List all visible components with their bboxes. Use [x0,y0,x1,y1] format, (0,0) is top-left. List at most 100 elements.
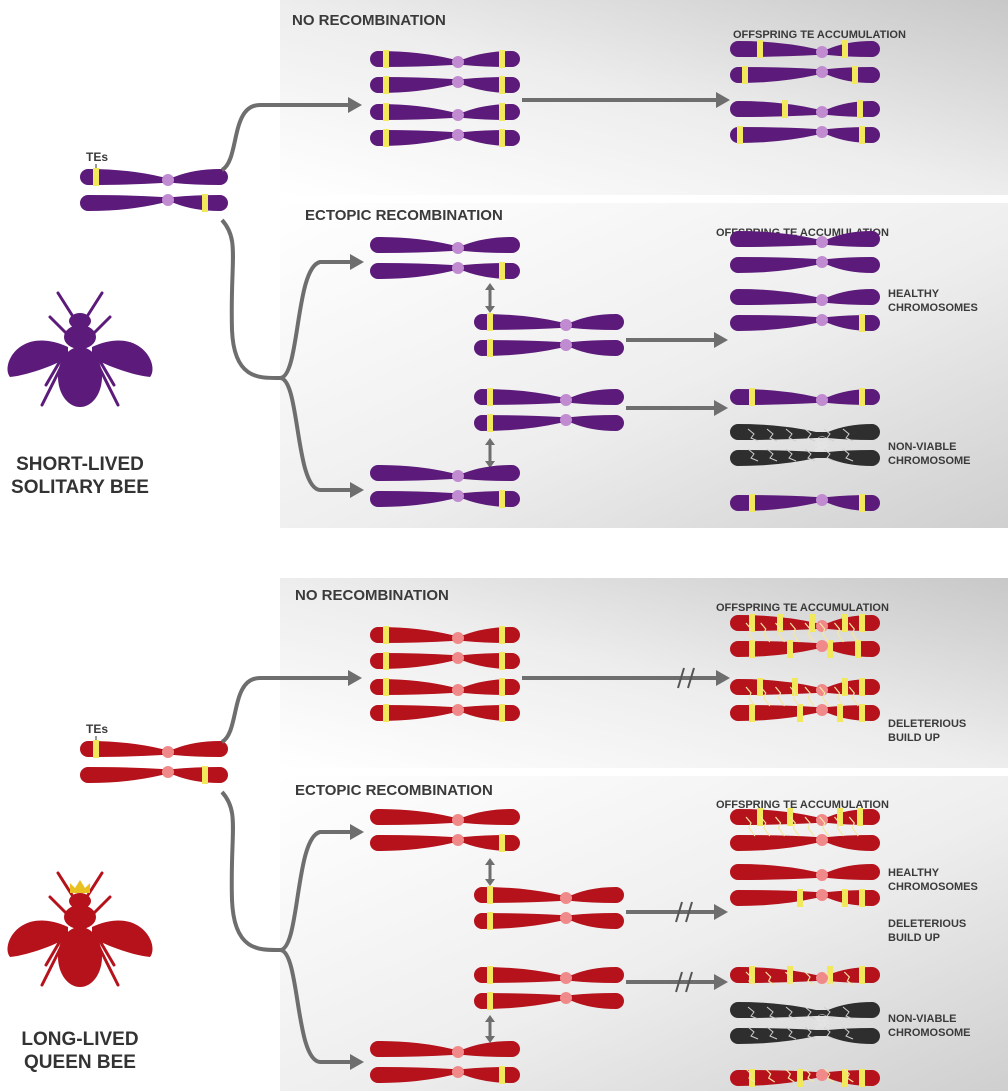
te-band [852,66,858,84]
bee-icon [7,293,152,407]
te-band [857,808,863,826]
te-band [757,678,763,696]
te-band [749,614,755,632]
te-band [487,414,493,432]
species-label: LONG-LIVED [21,1029,138,1050]
centromere [452,109,464,121]
centromere [560,394,572,406]
te-band [499,678,505,696]
chromatid [80,194,228,212]
te-label: TEs [86,150,108,164]
te-band [499,834,505,852]
te-band [383,626,389,644]
te-band [383,129,389,147]
te-band [787,640,793,658]
centromere [816,126,828,138]
centromere [452,242,464,254]
centromere [452,470,464,482]
centromere [816,394,828,406]
deleterious-label: DELETERIOUS [888,918,966,930]
centromere [560,972,572,984]
te-band [383,652,389,670]
bee-icon [7,873,152,987]
te-band [383,76,389,94]
te-band [737,126,743,144]
centromere [816,889,828,901]
centromere [162,194,174,206]
deleterious-label: BUILD UP [888,732,940,744]
centromere [560,339,572,351]
healthy-label: HEALTHY [888,288,940,300]
section-title: ECTOPIC RECOMBINATION [295,782,493,799]
nonviable-label: CHROMOSOME [888,455,971,467]
chromatid [80,766,228,784]
te-band [749,640,755,658]
te-band [859,388,865,406]
te-band [859,704,865,722]
centromere [452,652,464,664]
te-band [859,1069,865,1087]
te-band [93,740,99,758]
centromere [816,236,828,248]
te-band [487,912,493,930]
bee-limb [50,317,68,335]
nonviable-label: NON-VIABLE [888,441,956,453]
bee-limb [92,897,110,915]
centromere [452,834,464,846]
te-band [487,313,493,331]
te-band [499,626,505,644]
te-band [202,766,208,784]
nonviable-label: CHROMOSOME [888,1027,971,1039]
te-band [383,50,389,68]
te-band [859,614,865,632]
te-band [842,40,848,58]
te-band [499,76,505,94]
centromere [452,684,464,696]
te-band [757,40,763,58]
centromere [452,632,464,644]
bee-limb [92,317,110,335]
te-band [93,168,99,186]
te-band [383,704,389,722]
chromatid [80,168,228,186]
centromere [816,494,828,506]
te-band [859,889,865,907]
offspring-title: OFFSPRING TE ACCUMULATION [733,29,906,41]
te-band [499,490,505,508]
te-band [499,1066,505,1084]
centromere [816,256,828,268]
centromere [560,414,572,426]
centromere [560,319,572,331]
centromere [560,992,572,1004]
centromere [560,912,572,924]
crown-icon [70,880,90,893]
centromere [452,262,464,274]
centromere [816,704,828,716]
healthy-label: CHROMOSOMES [888,881,978,893]
deleterious-label: DELETERIOUS [888,718,966,730]
centromere [816,314,828,326]
te-label: TEs [86,722,108,736]
te-band [487,886,493,904]
te-band [742,66,748,84]
te-band [499,704,505,722]
centromere [560,892,572,904]
te-band [837,704,843,722]
te-band [797,704,803,722]
centromere [816,834,828,846]
te-band [749,704,755,722]
te-band [749,494,755,512]
te-band [842,678,848,696]
te-band [499,103,505,121]
te-band [487,339,493,357]
centromere [452,1066,464,1078]
te-band [842,889,848,907]
te-band [202,194,208,212]
te-band [383,678,389,696]
chromatid-body [80,741,228,757]
te-band [499,262,505,280]
te-band [487,992,493,1010]
te-band [797,889,803,907]
te-band [859,678,865,696]
